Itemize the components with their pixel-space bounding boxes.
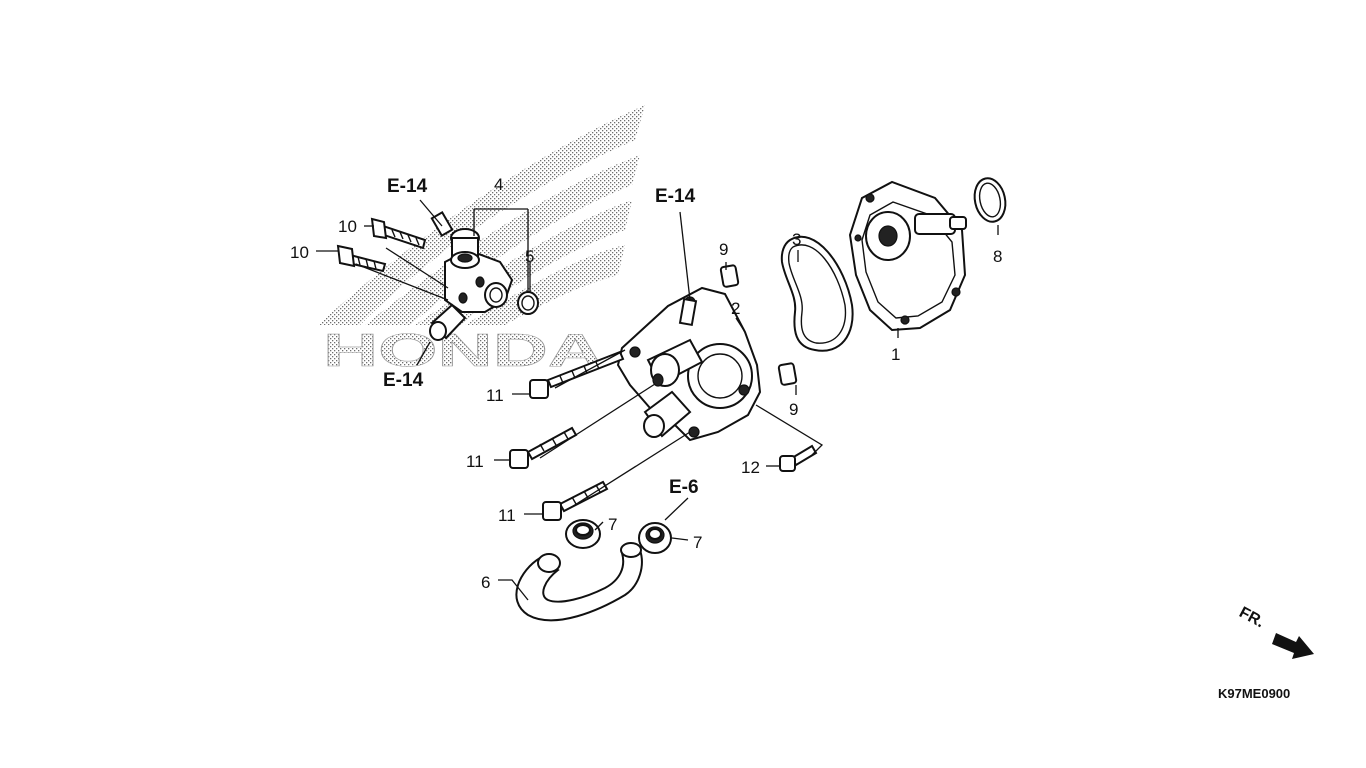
callout-8: 8 <box>993 247 1002 266</box>
hose-clamp-7-left <box>565 519 601 549</box>
dowel-pin-9-upper <box>719 264 740 288</box>
callout-9-upper: 9 <box>719 240 728 259</box>
callout-4: 4 <box>494 175 503 194</box>
callout-10-upper: 10 <box>338 217 357 236</box>
drawing-code: K97ME0900 <box>1218 686 1290 701</box>
ref-e6: E-6 <box>669 477 699 498</box>
honda-watermark-text: HONDA <box>323 324 603 376</box>
callout-5: 5 <box>525 247 534 266</box>
callout-11-lower: 11 <box>498 506 516 525</box>
leader-lines <box>316 199 999 601</box>
flange-bolt-10-upper <box>370 217 427 250</box>
dowel-pin-9-lower <box>777 362 798 386</box>
callout-11-upper: 11 <box>486 386 504 405</box>
ref-e14-top-left: E-14 <box>387 176 428 197</box>
callout-11-middle: 11 <box>466 452 484 471</box>
callout-7-right: 7 <box>693 533 702 552</box>
callout-6: 6 <box>481 573 490 592</box>
front-label: FR. <box>1236 604 1267 631</box>
water-pump-cover <box>616 286 762 442</box>
callout-7-left: 7 <box>608 515 617 534</box>
callout-10-lower: 10 <box>290 243 309 262</box>
thermostat-housing <box>429 210 514 341</box>
water-hose-6 <box>515 542 643 622</box>
front-direction-indicator: FR. <box>1236 604 1314 659</box>
callout-12: 12 <box>741 458 760 477</box>
flange-bolt-11-lower <box>542 480 609 521</box>
callout-9-lower: 9 <box>789 400 798 419</box>
flange-bolt-11-middle <box>509 426 578 469</box>
ref-e14-top-center: E-14 <box>655 186 696 207</box>
honda-wing-watermark: HONDA <box>318 105 645 376</box>
water-pump-assembly <box>848 180 967 332</box>
callout-1: 1 <box>891 345 900 364</box>
ref-e14-bottom-left: E-14 <box>383 370 424 391</box>
callout-2: 2 <box>731 299 740 318</box>
flange-bolt-10-lower <box>336 244 387 273</box>
bolt-12 <box>779 444 818 472</box>
hose-clamp-7-right <box>638 522 672 554</box>
front-arrow-icon <box>1272 633 1314 659</box>
callout-3: 3 <box>792 230 801 249</box>
